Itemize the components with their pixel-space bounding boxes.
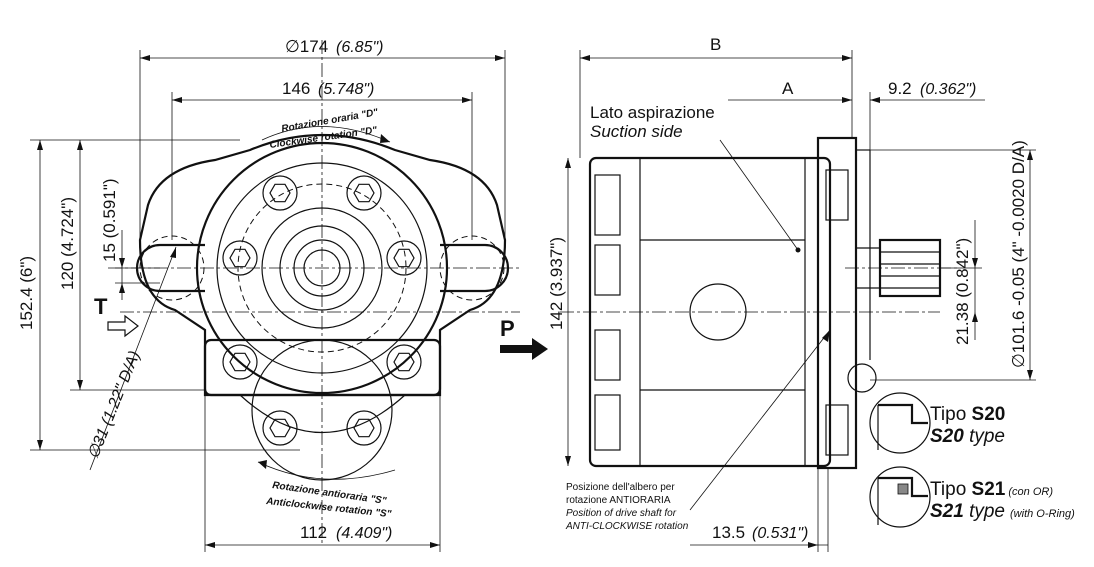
- dim-shaft: 21.38 (0.842"): [953, 238, 972, 345]
- dim-body-width-in: (4.409"): [336, 525, 392, 542]
- lower-body: [203, 338, 442, 397]
- dim-overall-width: ∅174: [285, 37, 328, 56]
- type-s20-it: Tipo S20: [930, 404, 1005, 425]
- side-dimensions: [565, 50, 1036, 552]
- detail-s20: [869, 392, 931, 454]
- dim-b: B: [710, 35, 721, 54]
- mounting-flange: [816, 136, 858, 470]
- dim-flange-in: (0.362"): [920, 81, 976, 98]
- dim-front-height: 152.4 (6"): [17, 256, 36, 330]
- pump-body: [588, 156, 832, 468]
- dim-overall-width-in: (6.85"): [336, 39, 383, 56]
- note-en-1: Position of drive shaft for: [566, 508, 677, 519]
- dim-bottom-in: (0.531"): [752, 525, 808, 542]
- dim-side-height: 142 (3.937"): [547, 237, 566, 330]
- note-en-2: ANTI-CLOCKWISE rotation: [565, 521, 689, 532]
- o-ring: [897, 483, 909, 495]
- shaft-spline: [293, 239, 351, 297]
- port-p-arrow: [500, 338, 548, 360]
- dim-bottom: 13.5: [712, 523, 745, 542]
- front-view: [30, 40, 548, 552]
- dim-a: A: [782, 79, 794, 98]
- dim-flange: 9.2: [888, 79, 912, 98]
- side-view: [560, 50, 1036, 552]
- dim-bolt-spacing-in: (5.748"): [318, 81, 374, 98]
- suction-label-en: Suction side: [590, 122, 683, 141]
- suction-label-it: Lato aspirazione: [590, 103, 715, 122]
- type-s20-en: S20 type: [930, 426, 1005, 447]
- dim-hole: ∅31 (1.22" D/A): [85, 349, 144, 462]
- suction-port: [689, 283, 747, 341]
- right-slot: [440, 243, 510, 293]
- dim-front-upper-height: 120 (4.724"): [58, 197, 77, 290]
- dim-body-width: 112: [300, 523, 327, 542]
- front-dimensions: [30, 50, 506, 552]
- port-t-label: T: [94, 294, 108, 319]
- note-it-2: rotazione ANTIORARIA: [566, 495, 671, 506]
- port-t-arrow: [107, 314, 139, 338]
- dim-pilot: ∅101.6 -0.05 (4" -0.0020 D/A): [1009, 140, 1028, 368]
- type-s21-it: Tipo S21(con OR): [930, 479, 1053, 500]
- flange-outline: [138, 133, 507, 397]
- body-circle: [195, 141, 449, 395]
- dim-front-offset: 15 (0.591"): [100, 178, 119, 262]
- port-p-label: P: [500, 316, 515, 341]
- detail-s21: [869, 466, 931, 528]
- bolt-heads: [222, 175, 422, 446]
- type-s21-en: S21 type(with O-Ring): [930, 501, 1075, 522]
- note-it-1: Posizione dell'albero per: [566, 482, 675, 493]
- dim-bolt-spacing: 146: [282, 79, 310, 98]
